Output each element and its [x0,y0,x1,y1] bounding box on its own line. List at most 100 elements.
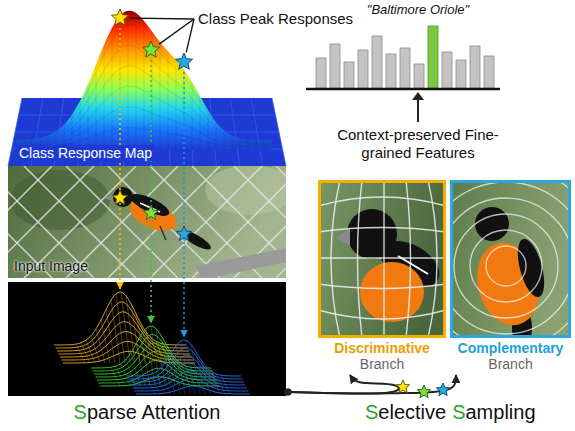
surface-mesh [16,107,272,146]
surface-mesh [104,45,105,150]
attention-mesh [156,329,165,386]
sampling-star [417,385,430,398]
fence-wire [24,166,136,278]
warped-fence [450,182,571,338]
attention-mesh [206,367,215,394]
attention-mesh [131,304,140,363]
surface-mesh [176,60,177,150]
peak-star [112,190,127,205]
class-score-bar [442,52,452,88]
class-score-bar [386,54,396,88]
connector-start-dot [285,389,292,396]
module-title: Selective [365,401,446,424]
surface-mesh [160,42,161,150]
bird-leg [160,226,166,240]
surface-mesh [144,21,145,150]
class-score-bar [470,46,480,88]
attention-mesh [186,340,195,394]
sampling-star [396,380,409,393]
fence-wire [108,166,220,278]
attention-mesh [76,344,85,363]
surface-mesh [40,138,41,150]
input-photo [8,166,286,278]
branch-name: Discriminative [318,340,446,356]
fence-wire [8,166,52,278]
attention-mesh [161,335,170,386]
surface-mesh [208,110,209,150]
class-score-bar [344,62,354,88]
bird-wing [128,190,172,220]
attention-mesh [111,300,120,363]
branch-image-frame [318,180,446,338]
warped-fence [318,228,446,233]
attention-mesh [191,345,200,394]
surface-mesh [16,127,272,146]
peak-star [143,205,158,220]
bird-beak [104,194,113,201]
class-score-bar [330,44,340,88]
attention-mesh [116,366,125,386]
branch-box: ComplementaryBranch [450,180,571,372]
feature-arrow [417,98,419,122]
warped-fence [486,246,526,286]
perch [196,248,286,278]
class-score-bar [400,48,410,88]
attention-mesh [196,352,205,394]
bird-head [347,209,397,259]
surface-mesh [96,65,97,150]
callout-label: Class Peak Responses [198,10,353,27]
attention-mesh [60,332,192,357]
peak-projection-line [150,60,152,323]
attention-mesh [111,367,120,386]
surface-mesh [24,140,25,150]
surface-mesh [16,66,272,144]
bird-head [113,187,133,207]
warped-fence [318,336,446,338]
leader-line [186,19,194,52]
attention-mesh [221,375,230,394]
complementary-photo [450,180,571,338]
attention-mesh [136,314,145,363]
photo-background [450,180,571,338]
warped-fence [450,180,571,338]
surface-mesh [248,139,249,150]
panel-title: Sparse Attention [8,401,286,424]
attention-mesh [56,302,188,348]
surface-mesh [16,24,272,140]
attention-mesh [151,374,160,394]
panel-label: Class Response Map [16,145,155,161]
class-score-bar [484,56,494,88]
bird-head [475,207,509,241]
peak-star [142,41,159,57]
surface-mesh [264,140,265,150]
attention-mesh [151,338,160,363]
attention-mesh [54,292,186,345]
warped-fence [318,257,446,258]
branch-label: Branch [318,356,446,372]
attention-mesh [121,292,130,363]
attention-mesh [181,341,190,394]
warped-fence [318,197,446,206]
bird-wing [513,236,550,300]
branch-label: Branch [450,356,571,372]
warped-fence [450,198,571,334]
branch-box: DiscriminativeBranch [318,180,446,372]
surface-mesh [88,84,89,150]
attention-mesh [186,366,195,386]
attention-mesh [81,343,90,363]
class-score-bar [358,50,368,88]
attention-mesh [146,375,155,394]
fence-wire [24,166,136,278]
attention-map-panel: Sparse Attention [8,282,286,396]
class-score-bar [456,60,466,88]
class-score-bar [372,36,382,88]
peak-star [176,226,191,241]
warped-fence [383,180,384,338]
surface-mesh [128,11,129,150]
surface-mesh [16,45,272,142]
class-score-bar [414,64,424,88]
surface-mesh [112,28,113,150]
